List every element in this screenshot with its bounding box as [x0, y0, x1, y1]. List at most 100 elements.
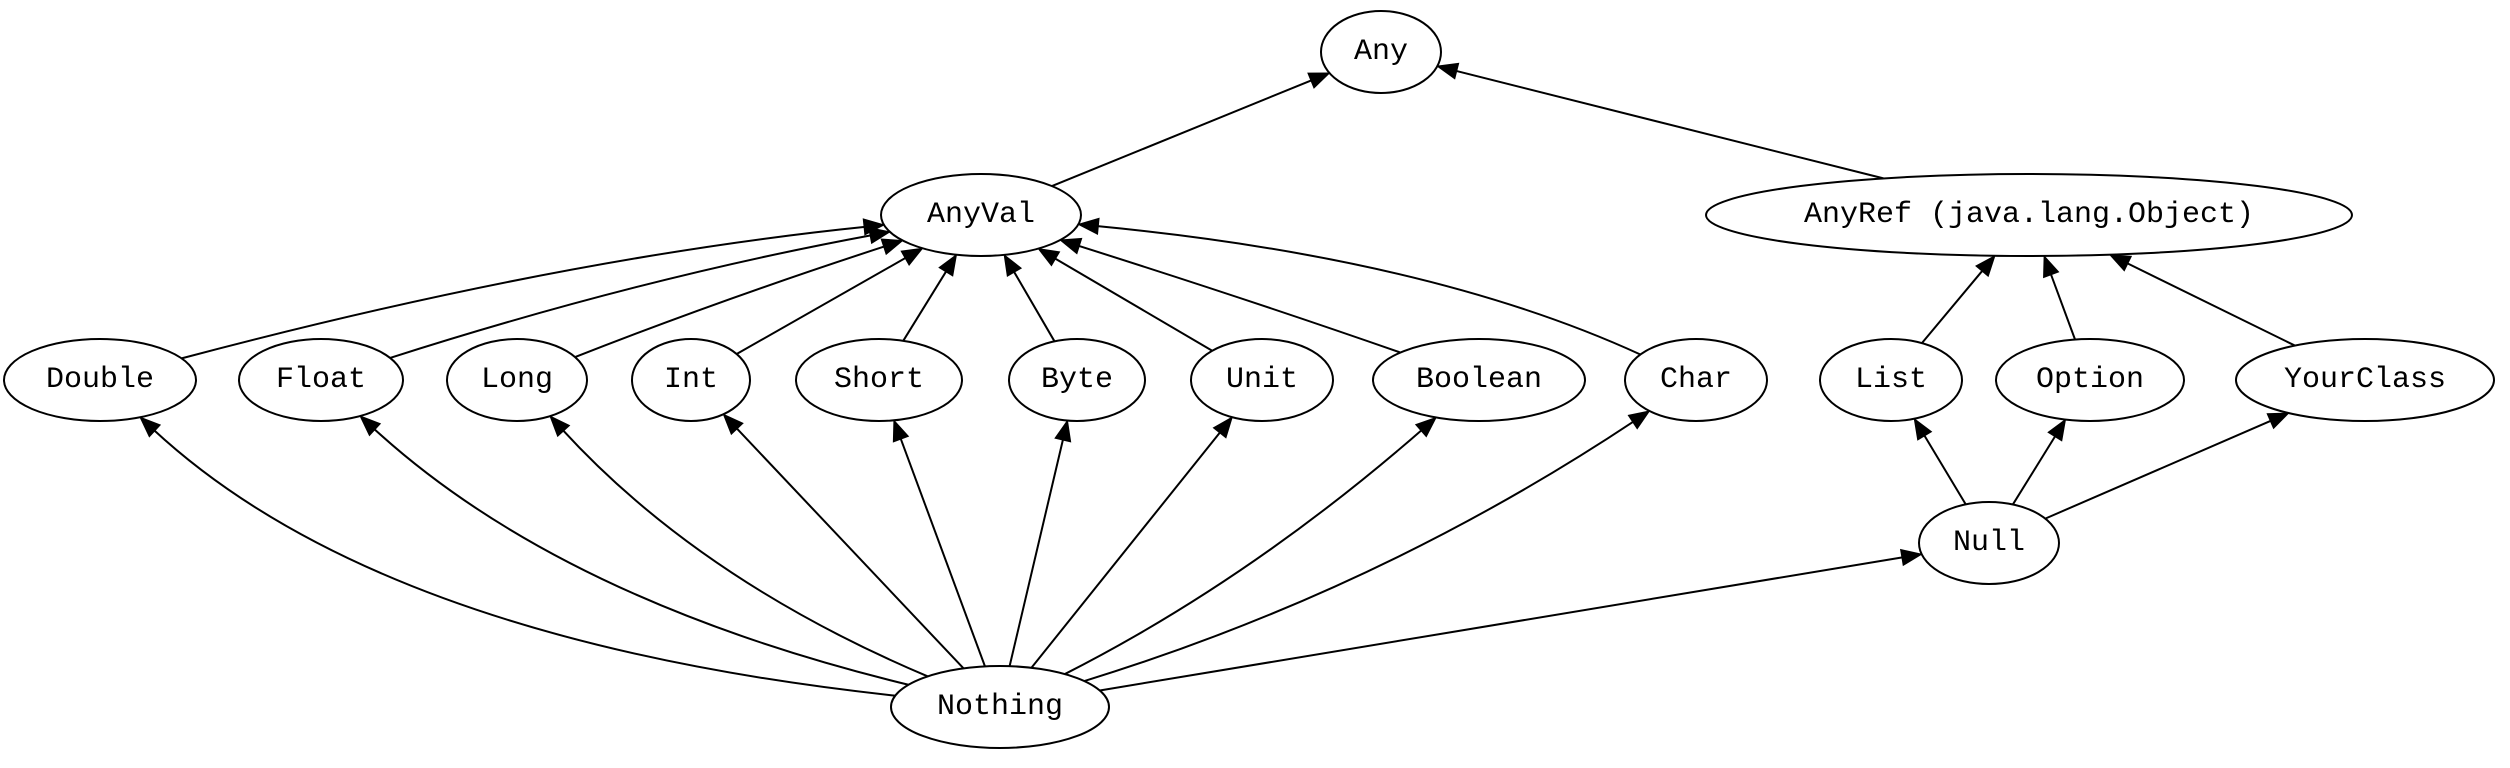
node-ellipse [2235, 338, 2495, 422]
edge-short-to-anyval [902, 253, 958, 342]
edge-line [736, 256, 908, 355]
node-ellipse [1995, 338, 2185, 422]
edge-line [1008, 437, 1065, 667]
node-label: Float [276, 363, 366, 397]
node-label: AnyVal [927, 198, 1035, 232]
arrowhead [359, 415, 382, 437]
node-float: Float [238, 338, 404, 422]
node-ellipse [1918, 501, 2060, 585]
arrowhead [549, 415, 571, 438]
arrowhead [892, 419, 910, 443]
node-null: Null [1918, 501, 2060, 585]
edge-nothing-to-long [549, 415, 928, 678]
arrowhead [1054, 419, 1072, 443]
edge-line [372, 427, 909, 686]
node-list: List [1819, 338, 1963, 422]
edge-nothing-to-char [1084, 410, 1651, 682]
arrowhead [1899, 548, 1923, 567]
node-anyref: AnyRef (java.lang.Object) [1705, 173, 2353, 257]
edge-line [899, 436, 986, 667]
node-ellipse [795, 338, 963, 422]
node-ellipse [1624, 338, 1768, 422]
edge-char-to-anyval [1077, 217, 1641, 356]
edge-line [574, 245, 886, 359]
edge-nothing-to-int [722, 413, 965, 670]
edge-unit-to-anyval [1037, 247, 1213, 352]
arrowhead [722, 413, 744, 436]
arrowhead [1077, 217, 1100, 235]
edge-null-to-list [1913, 417, 1967, 505]
edge-boolean-to-anyval [1058, 237, 1401, 354]
arrowhead [1913, 417, 1933, 441]
arrowhead [1627, 410, 1651, 430]
node-long: Long [446, 338, 588, 422]
node-nothing: Nothing [890, 665, 1110, 749]
node-ellipse [1819, 338, 1963, 422]
edge-line [1099, 556, 1905, 692]
arrowhead [1212, 416, 1234, 439]
node-short: Short [795, 338, 963, 422]
node-label: Long [481, 363, 553, 397]
edge-line [2012, 434, 2057, 505]
node-label: List [1855, 363, 1927, 397]
node-label: Any [1354, 35, 1408, 69]
arrowhead [2266, 412, 2290, 430]
arrowhead [1436, 62, 1460, 80]
node-ellipse [1372, 338, 1586, 422]
edge-nothing-to-short [892, 419, 986, 667]
edge-option-to-anyref [2043, 254, 2076, 340]
edge-line [1030, 430, 1222, 669]
node-ellipse [1705, 173, 2353, 257]
arrowhead [2108, 254, 2133, 272]
arrowhead [868, 226, 892, 245]
edge-line [181, 225, 867, 360]
arrowhead [139, 416, 162, 438]
edge-line [389, 234, 873, 359]
edge-line [2044, 419, 2273, 520]
edge-line [735, 426, 965, 670]
edge-line [1084, 420, 1635, 682]
edge-line [1064, 428, 1424, 675]
edge-double-to-anyval [181, 218, 886, 360]
edge-anyval-to-any [1051, 72, 1331, 188]
node-ellipse [1320, 10, 1442, 94]
node-ellipse [446, 338, 588, 422]
arrowhead [1037, 247, 1061, 267]
node-any: Any [1320, 10, 1442, 94]
node-label: Char [1660, 363, 1732, 397]
edge-int-to-anyval [736, 247, 924, 355]
edge-nothing-to-byte [1008, 419, 1072, 667]
arrowhead [1975, 254, 1996, 278]
arrowhead [1058, 237, 1083, 255]
edge-null-to-option [2012, 418, 2067, 505]
arrowhead [2047, 418, 2067, 442]
edge-nothing-to-double [139, 416, 896, 697]
node-label: Boolean [1416, 363, 1542, 397]
arrowhead [1003, 253, 1023, 277]
node-ellipse [3, 338, 197, 422]
edge-line [1012, 269, 1056, 342]
node-int: Int [631, 338, 751, 422]
arrowhead [1414, 416, 1438, 438]
edge-line [152, 428, 896, 697]
edge-anyref-to-any [1436, 62, 1884, 180]
node-byte: Byte [1008, 338, 1146, 422]
node-unit: Unit [1190, 338, 1334, 422]
node-ellipse [631, 338, 751, 422]
edge-nothing-to-null [1099, 548, 1923, 692]
edge-nothing-to-float [359, 415, 909, 686]
node-label: Nothing [937, 690, 1063, 724]
edge-nothing-to-unit [1030, 416, 1234, 669]
node-ellipse [1190, 338, 1334, 422]
node-char: Char [1624, 338, 1768, 422]
node-label: Unit [1226, 363, 1298, 397]
arrowhead [938, 253, 958, 277]
edge-yourclass-to-anyref [2108, 254, 2296, 347]
edge-float-to-anyval [389, 226, 892, 359]
edge-line [1922, 433, 1967, 505]
edge-list-to-anyref [1921, 254, 1996, 344]
edge-null-to-yourclass [2044, 412, 2290, 520]
node-label: AnyRef (java.lang.Object) [1804, 198, 2254, 232]
edge-line [1096, 225, 1641, 356]
